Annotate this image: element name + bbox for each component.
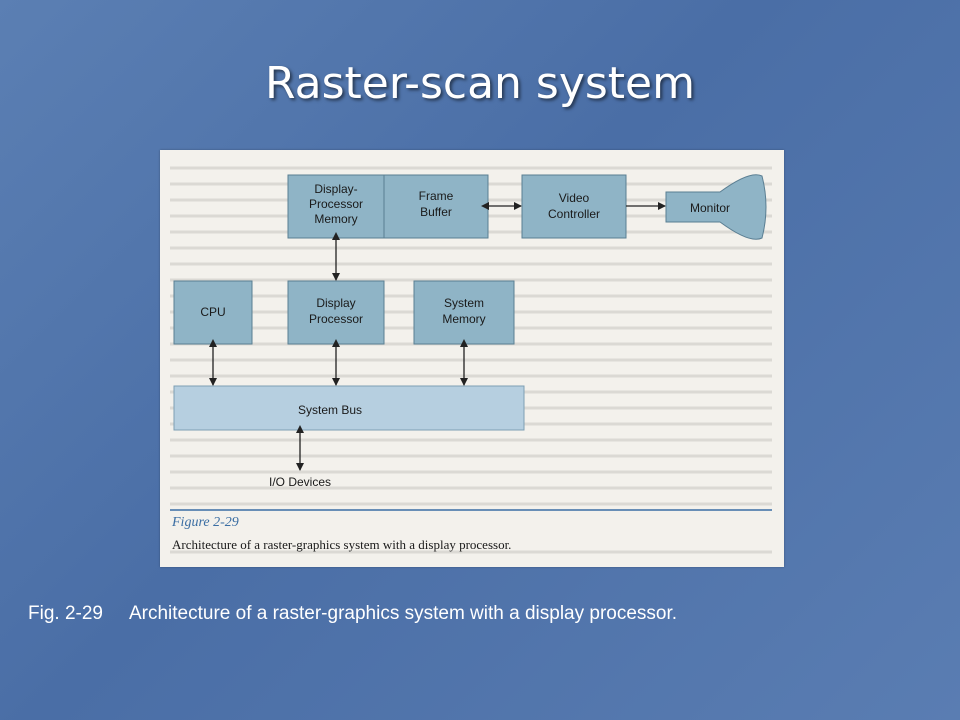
system-memory-box: System Memory xyxy=(413,280,515,345)
figure-caption: Architecture of a raster-graphics system… xyxy=(172,537,512,552)
frame-buffer-label-1: Frame xyxy=(419,189,454,203)
slide-caption-number: Fig. 2-29 xyxy=(28,603,103,624)
dp-memory-label-2: Processor xyxy=(309,197,363,211)
display-processor-label-1: Display xyxy=(316,296,355,310)
dp-memory-label-1: Display- xyxy=(314,182,357,196)
io-devices-label: I/O Devices xyxy=(269,475,331,489)
system-bus-label: System Bus xyxy=(298,403,362,417)
system-bus-bar: System Bus xyxy=(173,385,525,431)
architecture-figure: Display- Processor Memory Frame Buffer V… xyxy=(160,150,784,567)
system-memory-label-2: Memory xyxy=(442,312,485,326)
cpu-box: CPU xyxy=(173,280,253,345)
display-processor-label-2: Processor xyxy=(309,312,363,326)
video-controller-box: Video Controller xyxy=(521,174,627,239)
figure-label: Figure 2-29 xyxy=(172,515,239,530)
display-processor-memory-box: Display- Processor Memory xyxy=(287,174,385,239)
video-controller-label-2: Controller xyxy=(548,207,600,221)
page-text-lines xyxy=(170,166,772,554)
monitor-shape: Monitor xyxy=(665,174,767,240)
video-controller-label-1: Video xyxy=(559,191,590,205)
display-processor-box: Display Processor xyxy=(287,280,385,345)
system-memory-label-1: System xyxy=(444,296,484,310)
slide-caption: Fig. 2-29 Architecture of a raster-graphi… xyxy=(28,603,948,625)
monitor-label: Monitor xyxy=(690,201,730,215)
frame-buffer-box: Frame Buffer xyxy=(383,174,489,239)
frame-buffer-label-2: Buffer xyxy=(420,205,452,219)
connection-arrows xyxy=(209,202,666,471)
slide-caption-text: Architecture of a raster-graphics system… xyxy=(128,603,678,624)
dp-memory-label-3: Memory xyxy=(314,212,357,226)
architecture-diagram: Display- Processor Memory Frame Buffer V… xyxy=(170,166,772,554)
cpu-label: CPU xyxy=(200,305,225,319)
slide-title: Raster-scan system xyxy=(265,58,695,109)
